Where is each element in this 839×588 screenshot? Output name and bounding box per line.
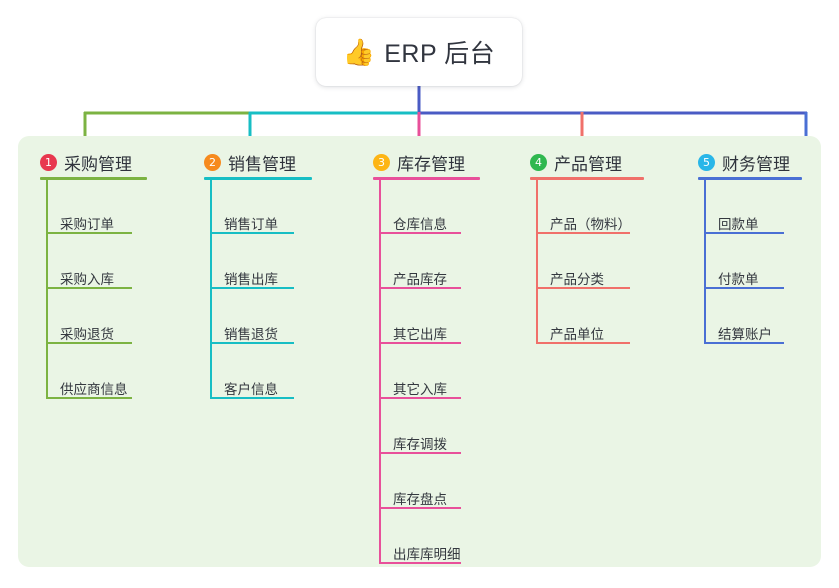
leaf-item-underline [46, 397, 132, 399]
leaf-item-underline [704, 232, 784, 234]
branch-number-badge: 3 [373, 154, 390, 171]
leaf-item-label: 销售出库 [224, 272, 278, 287]
leaf-item-underline [379, 562, 461, 564]
leaf-item-underline [210, 342, 294, 344]
leaf-item-underline [704, 342, 784, 344]
branch-underline [204, 177, 312, 180]
branch-title: 采购管理 [64, 155, 132, 174]
leaf-item-label: 产品（物料） [550, 217, 631, 232]
branch-number-badge: 5 [698, 154, 715, 171]
branch-title: 财务管理 [722, 155, 790, 174]
leaf-item-label: 回款单 [718, 217, 759, 232]
leaf-item-label: 产品库存 [393, 272, 447, 287]
branch-title: 产品管理 [554, 155, 622, 174]
leaf-item-label: 产品分类 [550, 272, 604, 287]
leaf-item-label: 采购入库 [60, 272, 114, 287]
leaf-item-underline [379, 452, 461, 454]
leaf-item-underline [46, 342, 132, 344]
leaf-item-underline [210, 397, 294, 399]
leaf-item-underline [46, 287, 132, 289]
branch-stem [46, 178, 48, 399]
branch-stem [379, 178, 381, 564]
branch-underline [40, 177, 147, 180]
leaf-item-label: 客户信息 [224, 382, 278, 397]
branch-number-badge: 4 [530, 154, 547, 171]
root-node-title: ERP 后台 [384, 40, 496, 68]
leaf-item-underline [536, 287, 630, 289]
leaf-item-label: 产品单位 [550, 327, 604, 342]
leaf-item-underline [379, 287, 461, 289]
leaf-item-underline [210, 232, 294, 234]
leaf-item-underline [536, 342, 630, 344]
branch-number-badge: 2 [204, 154, 221, 171]
branch-header-2[interactable]: 2 销售管理 [204, 150, 296, 175]
leaf-item-label: 供应商信息 [60, 382, 128, 397]
branch-header-1[interactable]: 1 采购管理 [40, 150, 132, 175]
leaf-item-label: 出库库明细 [393, 547, 461, 562]
leaf-item-underline [704, 287, 784, 289]
leaf-item-label: 采购退货 [60, 327, 114, 342]
leaf-item-underline [379, 232, 461, 234]
branch-number-badge: 1 [40, 154, 57, 171]
leaf-item-label: 库存调拨 [393, 437, 447, 452]
thumbs-up-icon: 👍 [342, 37, 376, 67]
leaf-item-label: 销售退货 [224, 327, 278, 342]
leaf-item-label: 其它入库 [393, 382, 447, 397]
leaf-item-label: 采购订单 [60, 217, 114, 232]
branch-title: 销售管理 [228, 155, 296, 174]
leaf-item-label: 付款单 [718, 272, 759, 287]
branch-header-5[interactable]: 5 财务管理 [698, 150, 790, 175]
branch-stem [536, 178, 538, 344]
leaf-item-underline [536, 232, 630, 234]
branches-panel [18, 136, 821, 567]
branch-underline [530, 177, 644, 180]
leaf-item-label: 结算账户 [718, 327, 772, 342]
leaf-item-label: 其它出库 [393, 327, 447, 342]
branch-title: 库存管理 [397, 155, 465, 174]
root-node-card[interactable]: 👍 ERP 后台 [316, 18, 522, 86]
leaf-item-underline [379, 397, 461, 399]
branch-header-3[interactable]: 3 库存管理 [373, 150, 465, 175]
leaf-item-label: 库存盘点 [393, 492, 447, 507]
leaf-item-underline [46, 232, 132, 234]
leaf-item-label: 销售订单 [224, 217, 278, 232]
branch-underline [373, 177, 480, 180]
branch-stem [704, 178, 706, 344]
leaf-item-underline [379, 342, 461, 344]
branch-stem [210, 178, 212, 399]
leaf-item-label: 仓库信息 [393, 217, 447, 232]
branch-underline [698, 177, 802, 180]
leaf-item-underline [379, 507, 461, 509]
branch-header-4[interactable]: 4 产品管理 [530, 150, 622, 175]
leaf-item-underline [210, 287, 294, 289]
